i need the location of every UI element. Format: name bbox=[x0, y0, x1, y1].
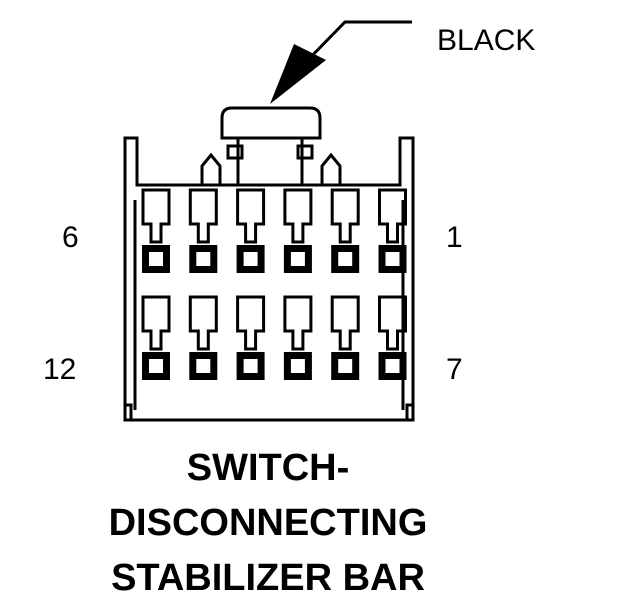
pin-cavity bbox=[283, 295, 313, 380]
terminal-outline bbox=[188, 188, 218, 244]
contact-opening bbox=[290, 359, 305, 373]
terminal-outline bbox=[378, 188, 407, 244]
terminal-outline bbox=[330, 188, 360, 244]
contact-opening bbox=[290, 252, 305, 266]
pin-cavity bbox=[378, 295, 407, 380]
caption-line-3: STABILIZER BAR bbox=[111, 557, 425, 599]
pin-cavity bbox=[188, 188, 218, 273]
terminal-outline bbox=[283, 188, 313, 244]
contact-opening bbox=[243, 359, 258, 373]
locking-latch bbox=[220, 106, 322, 185]
caption-line-1: SWITCH- bbox=[187, 447, 350, 489]
contact-opening bbox=[243, 252, 258, 266]
contact-opening bbox=[149, 252, 163, 266]
pin-cavity bbox=[283, 188, 313, 273]
pin-label-6: 6 bbox=[62, 221, 79, 254]
pin-cavity bbox=[188, 295, 218, 380]
terminal-outline bbox=[330, 295, 360, 351]
terminal-outline bbox=[378, 295, 407, 351]
terminal-outline bbox=[141, 188, 171, 244]
contact-opening bbox=[385, 252, 400, 266]
pin-cavity bbox=[378, 188, 407, 273]
connector-housing bbox=[123, 136, 415, 422]
terminal-outline bbox=[188, 295, 218, 351]
caption-line-2: DISCONNECTING bbox=[109, 502, 428, 544]
terminal-outline bbox=[283, 295, 313, 351]
terminal-outline bbox=[236, 188, 266, 244]
pin-label-12: 12 bbox=[43, 353, 76, 386]
terminal-outline bbox=[236, 295, 266, 351]
pin-cavity bbox=[236, 188, 266, 273]
pin-cavities bbox=[141, 188, 407, 380]
pin-label-7: 7 bbox=[446, 353, 463, 386]
keying-tabs bbox=[200, 152, 342, 185]
pin-cavity bbox=[330, 188, 360, 273]
contact-opening bbox=[338, 359, 353, 373]
pin-label-1: 1 bbox=[446, 221, 463, 254]
contact-opening bbox=[385, 359, 400, 373]
pin-cavity bbox=[330, 295, 360, 380]
color-label: BLACK bbox=[437, 24, 535, 57]
pin-cavity bbox=[236, 295, 266, 380]
contact-opening bbox=[149, 359, 163, 373]
pin-cavity bbox=[141, 188, 171, 273]
pin-cavity bbox=[141, 295, 171, 380]
contact-opening bbox=[196, 252, 211, 266]
contact-opening bbox=[196, 359, 211, 373]
terminal-outline bbox=[141, 295, 171, 351]
color-callout-arrow bbox=[270, 20, 412, 104]
contact-opening bbox=[338, 252, 353, 266]
